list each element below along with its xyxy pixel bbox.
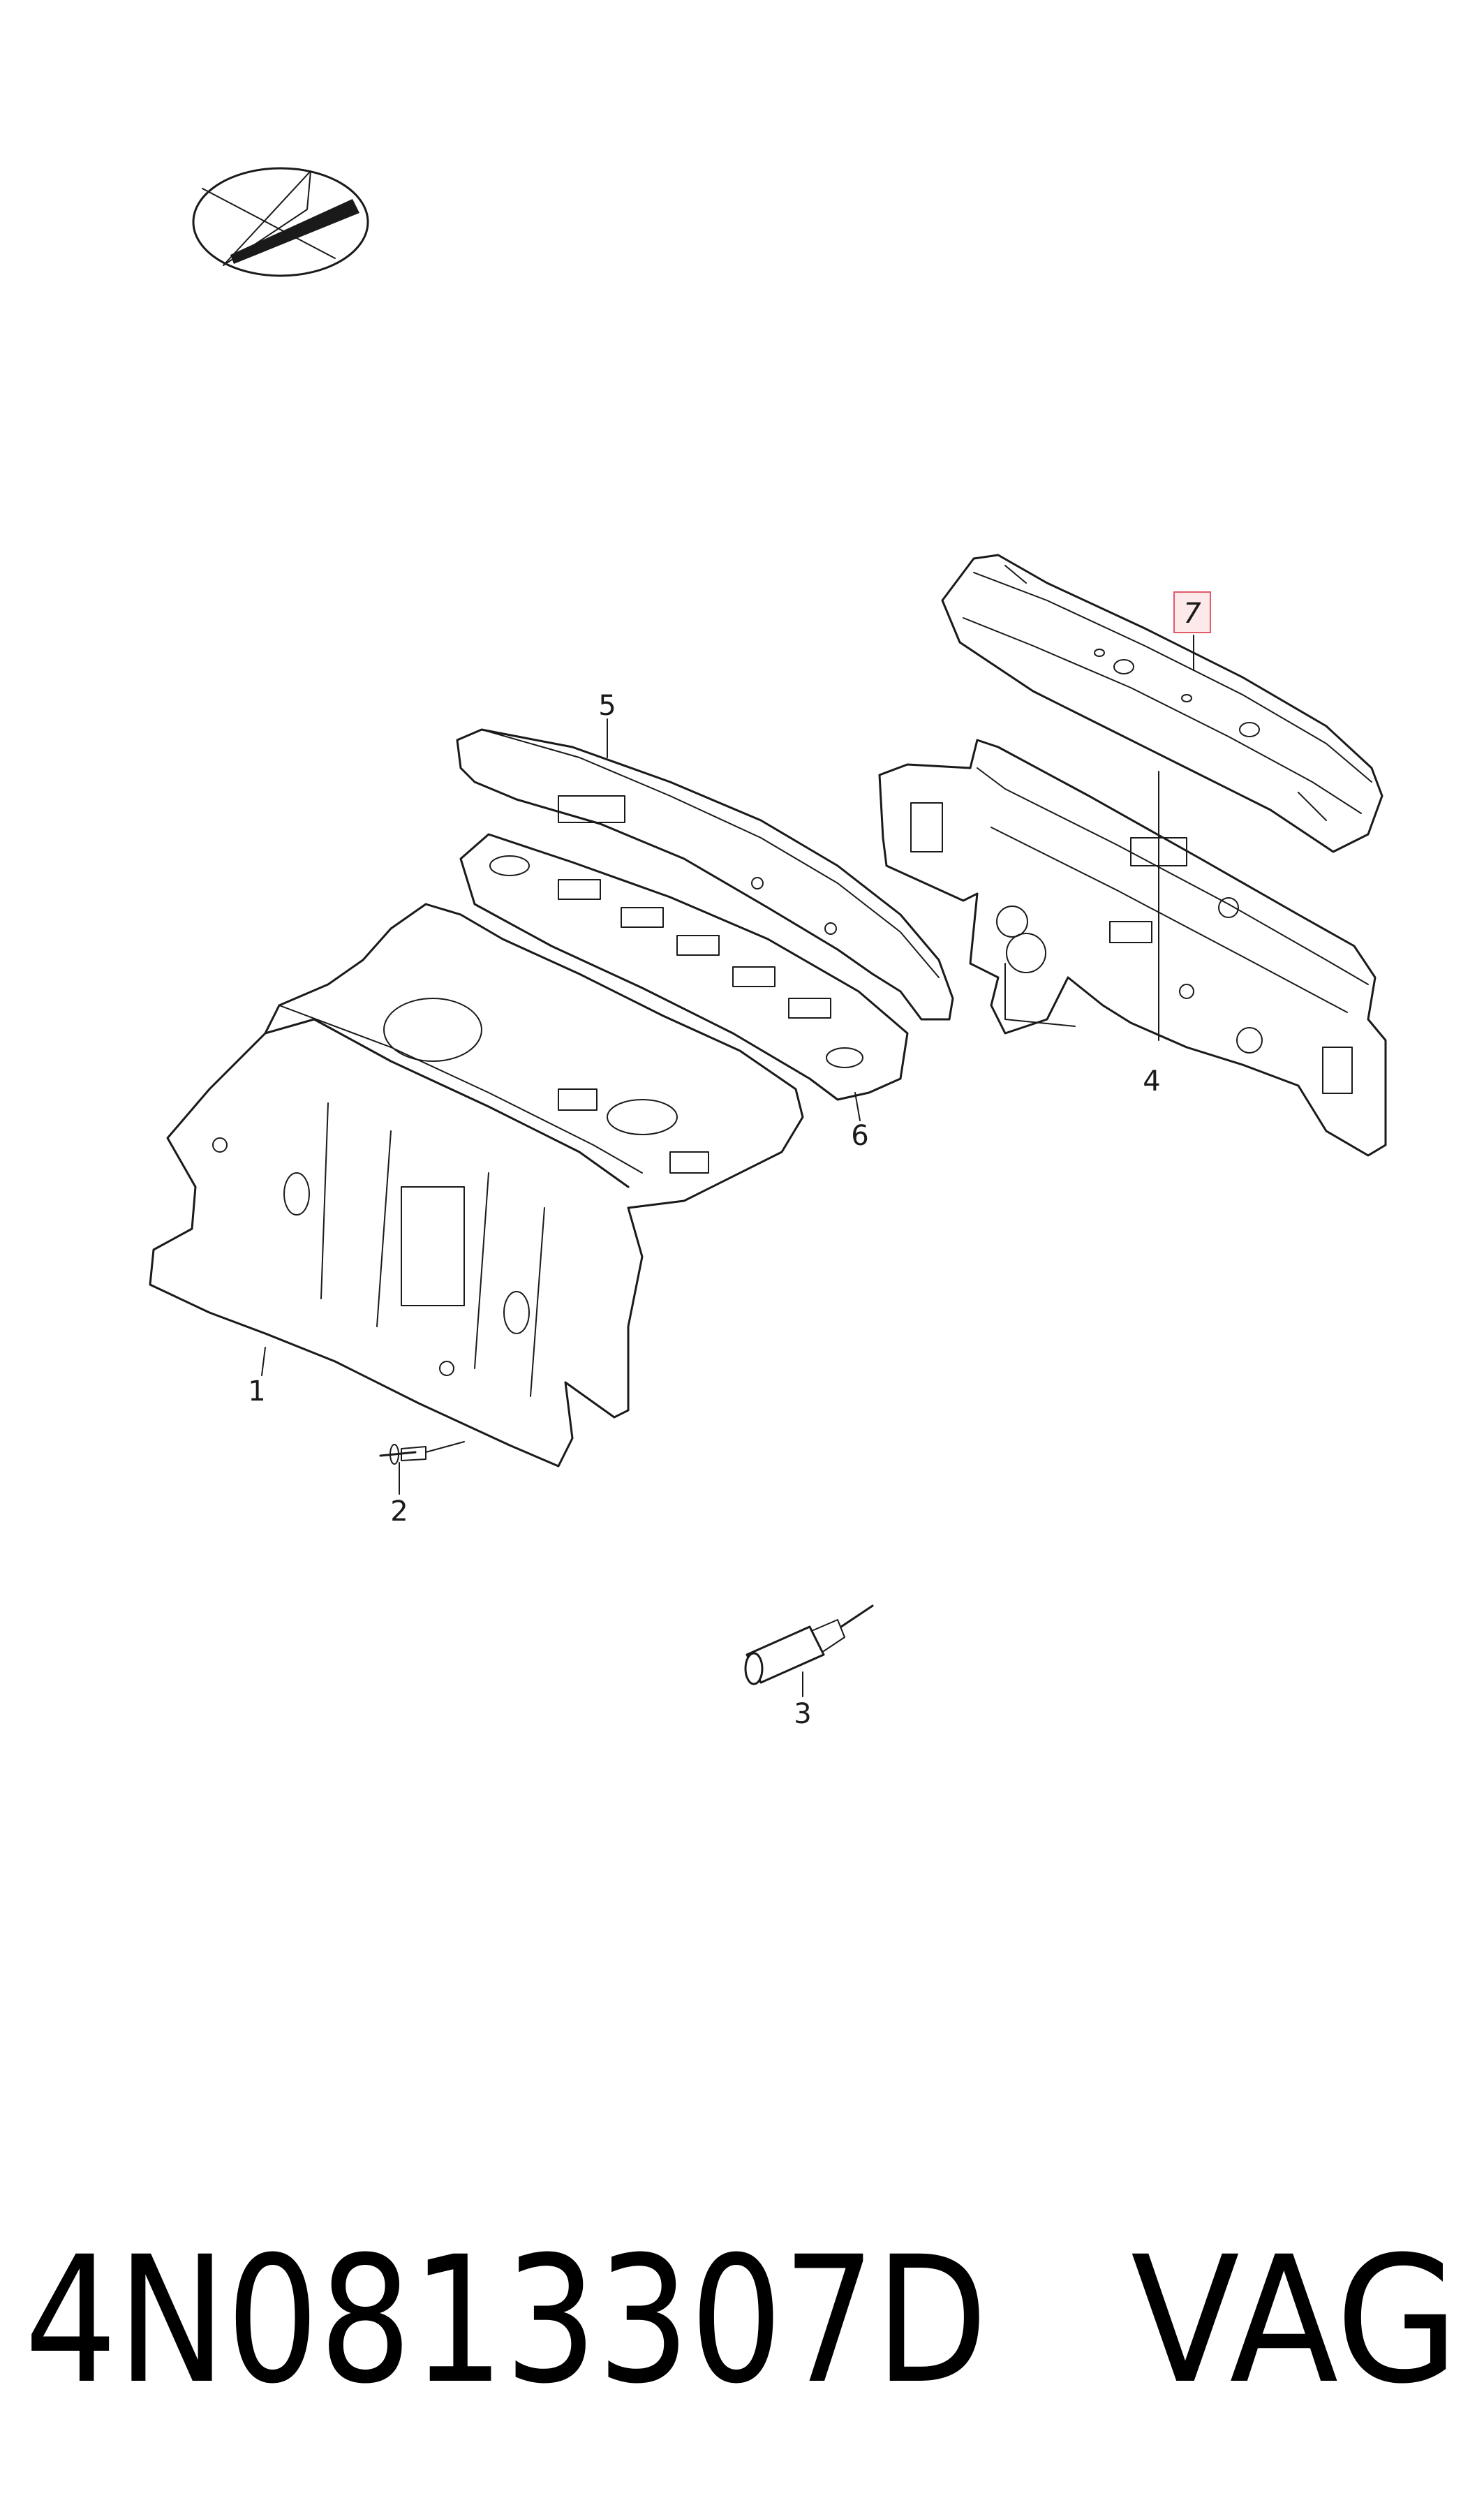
callout-4: 4 bbox=[1143, 1065, 1160, 1098]
part-6-parcel-shelf bbox=[459, 833, 909, 1101]
leader-lines bbox=[261, 635, 1194, 1697]
part-7-cross-member bbox=[941, 554, 1383, 853]
callout-7-highlight bbox=[1173, 591, 1211, 633]
part-number: 4N0813307D bbox=[24, 2219, 988, 2422]
part-1-rear-floor-assembly bbox=[149, 903, 804, 1468]
callout-3: 3 bbox=[794, 1698, 811, 1730]
orientation-compass-icon bbox=[192, 167, 369, 277]
part-2-rivet bbox=[379, 1441, 465, 1465]
callout-5: 5 bbox=[598, 690, 616, 722]
callout-7: 7 bbox=[1183, 598, 1201, 630]
callout-6: 6 bbox=[851, 1120, 868, 1152]
part-3-sealant-tube bbox=[744, 1604, 874, 1685]
callout-2: 2 bbox=[390, 1495, 408, 1528]
part-4-rear-panel bbox=[878, 739, 1387, 1157]
callout-1: 1 bbox=[248, 1375, 265, 1408]
manufacturer: VAG bbox=[1131, 2219, 1459, 2422]
part-5-cross-member bbox=[456, 728, 954, 1021]
